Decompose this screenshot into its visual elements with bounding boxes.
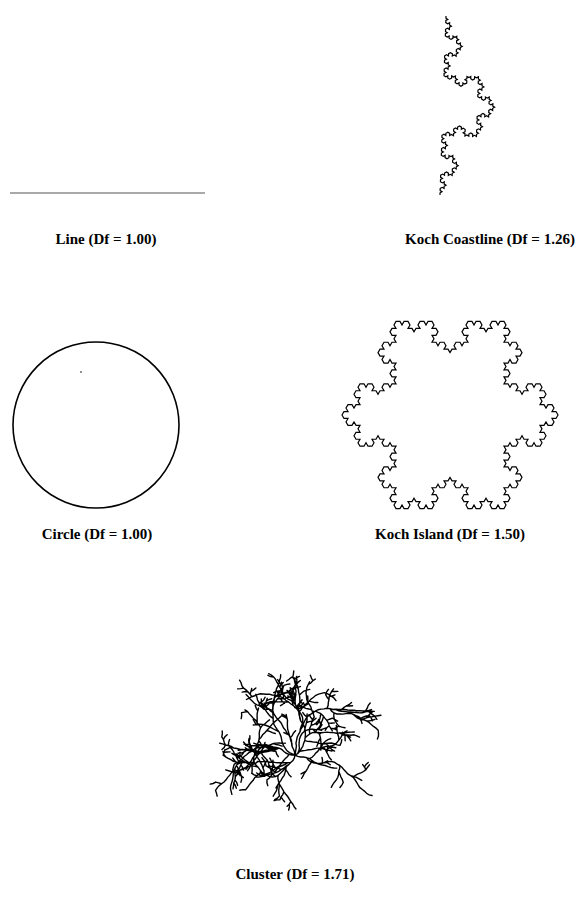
figure-caption: Koch Island (Df = 1.50) — [375, 526, 525, 543]
koch-coastline — [440, 16, 495, 195]
dot-mark — [80, 371, 82, 373]
dla-cluster — [210, 671, 381, 810]
figure-caption: Koch Coastline (Df = 1.26) — [405, 231, 575, 248]
koch-island — [342, 321, 558, 508]
circle-figure — [13, 342, 179, 508]
figure-caption: Cluster (Df = 1.71) — [235, 866, 354, 883]
straight-line — [10, 192, 205, 193]
figure-caption: Line (Df = 1.00) — [55, 231, 156, 248]
figure-caption: Circle (Df = 1.00) — [42, 526, 153, 543]
